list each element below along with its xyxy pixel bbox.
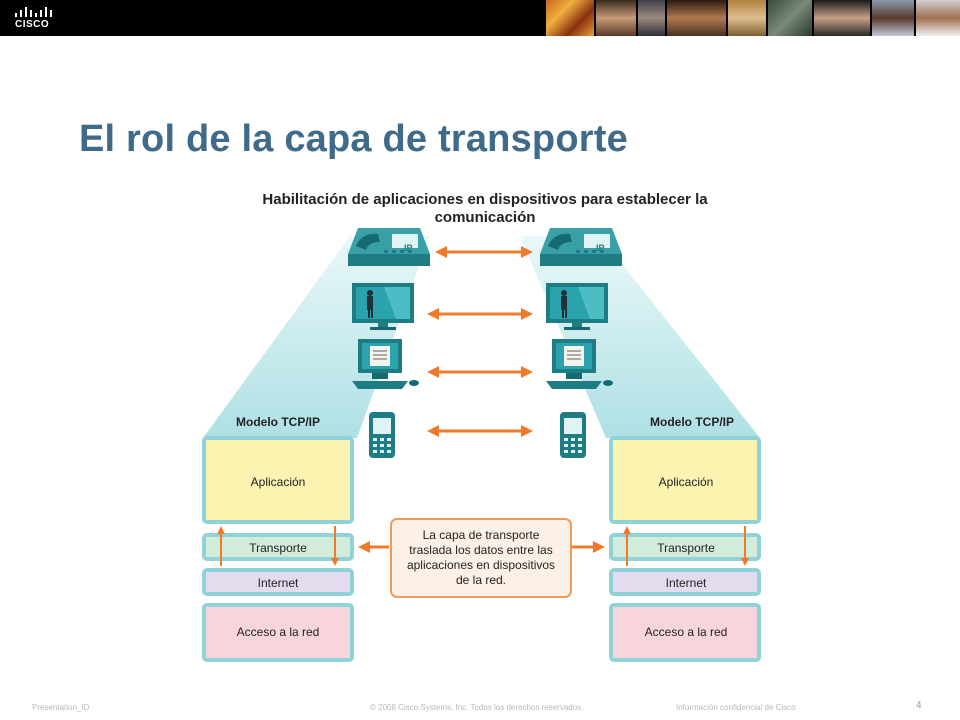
right-stack-label: Modelo TCP/IP: [650, 415, 734, 429]
callout-line-4: de la red.: [456, 573, 506, 587]
figure-title-line1: Habilitación de aplicaciones en disposit…: [262, 191, 708, 208]
left-stack-label: Modelo TCP/IP: [236, 415, 320, 429]
photo-person: [812, 0, 870, 36]
photo-person: [869, 0, 914, 36]
mobile-phone-icon: [560, 412, 586, 458]
photo-person: [593, 0, 637, 36]
transport-callout-box: [390, 518, 572, 598]
right-layer-network-access: Acceso a la red: [645, 625, 728, 639]
video-monitor-icon: [352, 283, 414, 330]
left-layer-application: Aplicación: [251, 475, 306, 489]
callout-line-2: traslada los datos entre las: [409, 543, 552, 557]
left-layer-network-access: Acceso a la red: [237, 625, 320, 639]
right-tcpip-stack: [609, 436, 761, 662]
left-beam: [203, 236, 430, 438]
photo-person: [913, 0, 960, 36]
left-layer-transport: Transporte: [249, 541, 307, 555]
desktop-computer-icon: [351, 338, 420, 390]
left-layer-internet: Internet: [258, 576, 299, 590]
ip-phone-badge: IP: [404, 243, 413, 253]
right-layer-transport: Transporte: [657, 541, 715, 555]
photo-pattern: [544, 0, 594, 36]
ip-phone-icon: [348, 228, 430, 266]
left-tcpip-stack: [202, 436, 354, 662]
callout-line-3: aplicaciones en dispositivos: [407, 558, 555, 572]
footer-presentation-id: Presentation_ID: [32, 703, 90, 712]
ip-phone-badge: IP: [596, 243, 605, 253]
callout-line-1: La capa de transporte: [423, 528, 540, 542]
footer-confidential: Información confidencial de Cisco: [676, 703, 796, 712]
header-bar: CISCO: [0, 0, 960, 36]
footer-copyright: © 2008 Cisco Systems, Inc. Todos los der…: [370, 703, 584, 712]
page-title: El rol de la capa de transporte: [79, 118, 628, 160]
photo-chalkboard: [766, 0, 813, 36]
mobile-phone-icon: [369, 412, 395, 458]
right-layer-application: Aplicación: [659, 475, 714, 489]
right-layer-internet: Internet: [666, 576, 707, 590]
header-photo-strip: [544, 0, 960, 36]
photo-person: [726, 0, 767, 36]
photo-person: [636, 0, 665, 36]
cisco-bars-icon: [15, 7, 52, 17]
video-monitor-icon: [546, 283, 608, 330]
photo-person: [664, 0, 727, 36]
right-beam: [520, 236, 760, 438]
page-number: 4: [916, 700, 922, 711]
logo-text: CISCO: [15, 19, 50, 30]
cisco-logo: CISCO: [12, 4, 60, 32]
ip-phone-icon: [540, 228, 622, 266]
figure-title-line2: comunicación: [435, 209, 536, 226]
